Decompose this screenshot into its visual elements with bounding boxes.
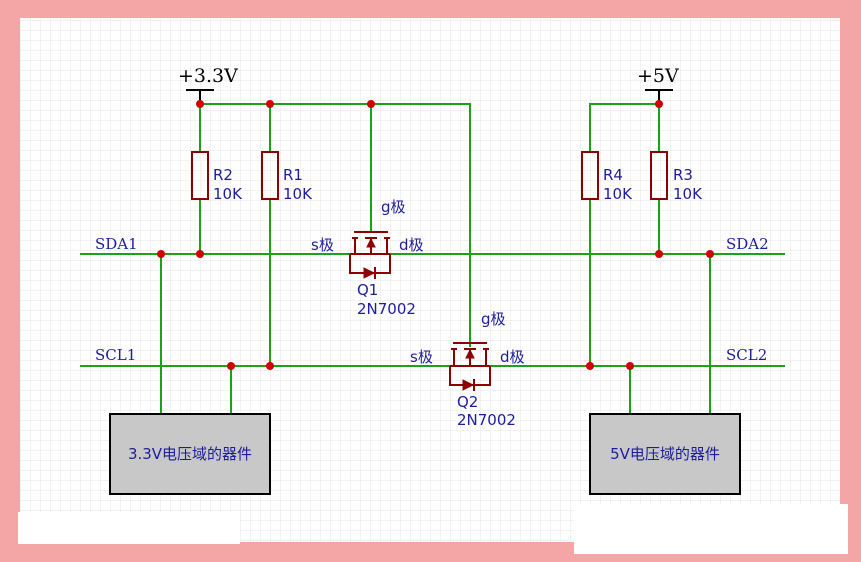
- net-sda2-label: SDA2: [726, 235, 769, 253]
- mosfet-q1[interactable]: [349, 231, 391, 279]
- mask-right: [574, 504, 848, 554]
- power-5v-label: +5V: [637, 65, 679, 87]
- resistor-r3-ref: R3: [673, 166, 693, 184]
- mosfet-q2-source-label: s极: [410, 348, 433, 366]
- net-sda1-label: SDA1: [95, 235, 138, 253]
- device-box-33v[interactable]: [109, 413, 271, 495]
- power-33v-label: +3.3V: [178, 65, 238, 87]
- resistor-r4[interactable]: [581, 151, 599, 200]
- junction-dots: [157, 100, 714, 370]
- mosfet-q2-ref: Q2: [457, 393, 478, 411]
- resistor-r2[interactable]: [191, 151, 209, 200]
- device-box-5v-label: 5V电压域的器件: [610, 445, 720, 463]
- mosfet-q1-source-label: s极: [311, 236, 334, 254]
- mosfet-q1-ref: Q1: [357, 281, 378, 299]
- mosfet-q2[interactable]: [449, 342, 491, 391]
- mosfet-q2-part: 2N7002: [457, 411, 516, 429]
- net-scl2-label: SCL2: [726, 346, 767, 364]
- resistor-r3-value: 10K: [673, 185, 703, 203]
- mosfet-q2-gate-label: g极: [481, 310, 506, 328]
- resistor-r2-ref: R2: [213, 166, 233, 184]
- net-scl1-label: SCL1: [95, 346, 136, 364]
- resistor-r2-value: 10K: [213, 185, 243, 203]
- mosfet-q1-gate-label: g极: [381, 198, 406, 216]
- resistor-r1-value: 10K: [283, 185, 313, 203]
- resistor-r3[interactable]: [650, 151, 668, 200]
- device-box-33v-label: 3.3V电压域的器件: [128, 445, 252, 463]
- wires: [80, 103, 785, 414]
- mosfet-q1-part: 2N7002: [357, 300, 416, 318]
- mosfet-q2-drain-label: d极: [500, 348, 525, 366]
- resistor-r1-ref: R1: [283, 166, 303, 184]
- resistor-r4-value: 10K: [603, 185, 633, 203]
- resistor-r4-ref: R4: [603, 166, 623, 184]
- resistor-r1[interactable]: [261, 151, 279, 200]
- mosfet-q1-drain-label: d极: [399, 236, 424, 254]
- mask-left: [18, 512, 240, 544]
- device-box-5v[interactable]: [589, 413, 741, 495]
